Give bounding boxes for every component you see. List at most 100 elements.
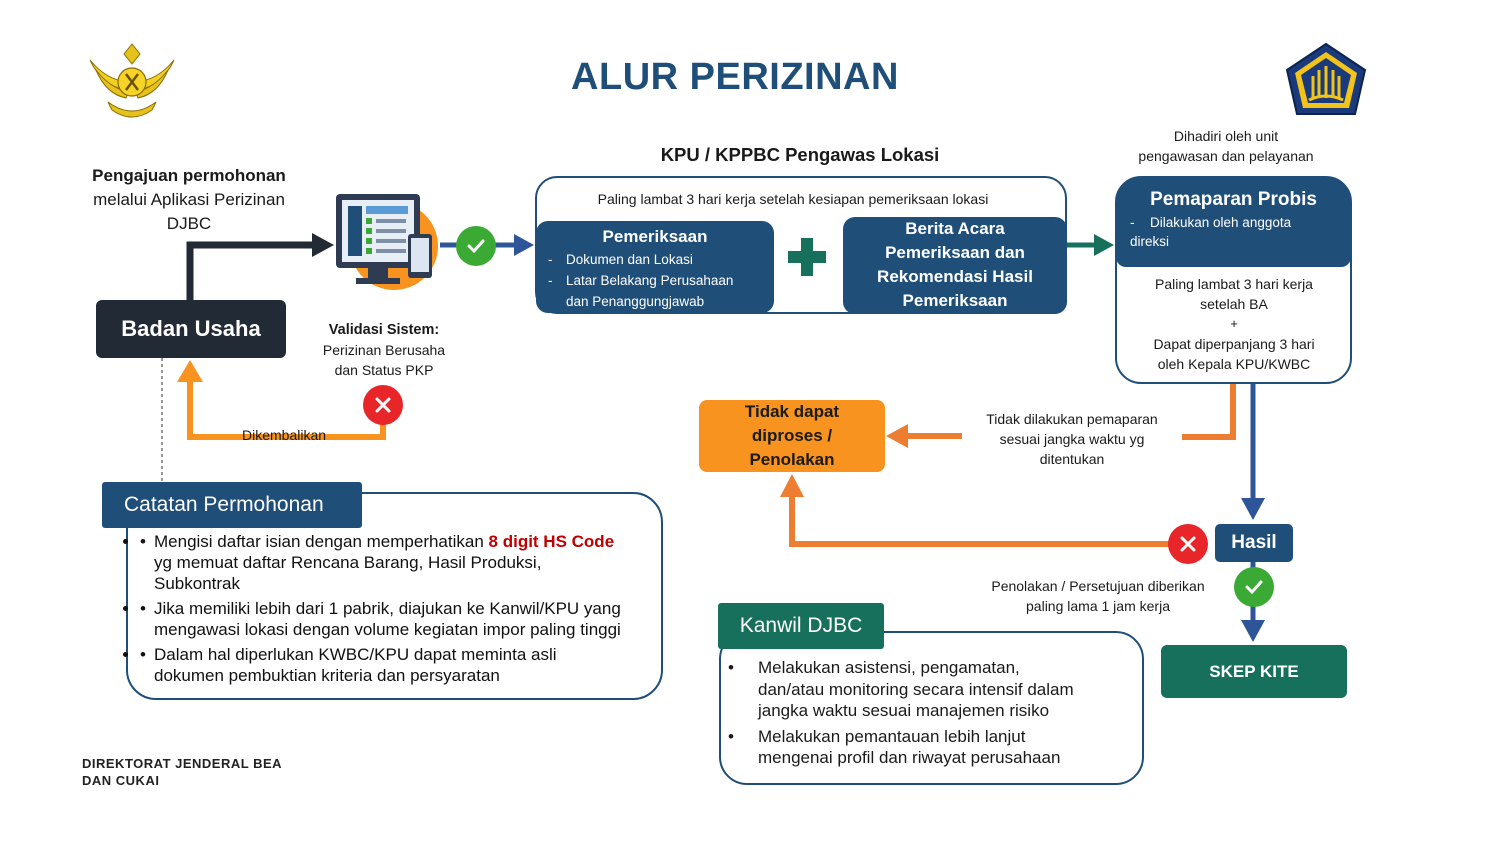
page-title: ALUR PERIZINAN (571, 56, 899, 98)
no-presentation-line-2: sesuai jangka waktu yg (999, 431, 1145, 447)
berita-acara-line-4: Pemeriksaan (902, 291, 1008, 310)
berita-acara-line-1: Berita Acara (905, 219, 1005, 238)
result-approved-icon (1234, 567, 1274, 607)
catatan-item: • Dalam hal diperlukan KWBC/KPU dapat me… (140, 644, 655, 686)
inspection-item: dan Penanggungjawab (548, 291, 762, 312)
footer-line-2: DAN CUKAI (82, 773, 160, 788)
inspection-item-text: dan Penanggungjawab (566, 294, 705, 309)
probis-attended-note: Dihadiri oleh unit pengawasan dan pelaya… (1110, 126, 1342, 166)
no-presentation-arrowhead (886, 424, 908, 448)
kpu-to-probis-arrowhead (1094, 234, 1114, 256)
catatan-item-1-line-2: yg memuat daftar Rencana Barang, Hasil P… (154, 553, 542, 572)
result-note-line-2: paling lama 1 jam kerja (1026, 598, 1170, 614)
catatan-item-2-line-1: Jika memiliki lebih dari 1 pabrik, diaju… (154, 599, 621, 618)
kanwil-item: • Melakukan pemantauan lebih lanjut meng… (728, 726, 1061, 768)
catatan-item-1-line-3: Subkontrak (154, 574, 240, 593)
validation-title: Validasi Sistem: (328, 322, 440, 338)
applicant-line-3: DJBC (166, 214, 212, 233)
badan-usaha-badge: Badan Usaha (96, 300, 286, 358)
kanwil-item-1-line-1: Melakukan asistensi, pengamatan, (758, 658, 1020, 677)
validation-line-1: Perizinan Berusaha (322, 342, 446, 358)
inspection-items: -Dokumen dan Lokasi -Latar Belakang Peru… (548, 249, 762, 312)
reject-result-arrowhead (780, 474, 804, 497)
berita-acara-line-3: Rekomendasi Hasil (877, 267, 1033, 286)
skep-kite-box: SKEP KITE (1161, 645, 1347, 698)
probis-item-line-2: direksi (1130, 234, 1170, 249)
no-presentation-connector (1182, 384, 1236, 440)
no-presentation-line-3: ditentukan (1039, 451, 1105, 467)
validation-arrowhead (514, 234, 534, 256)
inspection-title: Pemeriksaan (602, 227, 708, 246)
kanwil-item: • Melakukan asistensi, pengamatan, dan/a… (728, 658, 1074, 720)
kanwil-list: • Melakukan asistensi, pengamatan, dan/a… (728, 657, 1133, 769)
plus-icon (786, 236, 828, 278)
returned-label: Dikembalikan (242, 427, 327, 443)
probis-extend-line-1: Dapat diperpanjang 3 hari (1153, 336, 1315, 352)
catatan-title: Catatan Permohonan (102, 482, 362, 528)
kpu-header: KPU / KPPBC Pengawas Lokasi (660, 144, 940, 165)
probis-attended-line-1: Dihadiri oleh unit (1173, 128, 1279, 144)
inspection-item: -Dokumen dan Lokasi (548, 252, 693, 267)
probis-extend-line-2: oleh Kepala KPU/KWBC (1157, 356, 1311, 372)
catatan-list: • Mengisi daftar isian dengan memperhati… (140, 531, 655, 690)
probis-deadline-note: Paling lambat 3 hari kerja setelah BA + … (1120, 274, 1348, 374)
inspection-item-text: Dokumen dan Lokasi (566, 252, 693, 267)
probis-deadline-line-1: Paling lambat 3 hari kerja (1155, 276, 1313, 292)
kanwil-item-1-line-2: dan/atau monitoring secara intensif dala… (758, 679, 1074, 699)
kpu-deadline-note: Paling lambat 3 hari kerja setelah kesia… (597, 191, 989, 207)
result-rejected-icon (1168, 524, 1208, 564)
returned-arrowhead (177, 360, 203, 382)
validation-description: Validasi Sistem: Perizinan Berusaha dan … (300, 320, 468, 380)
result-badge: Hasil (1215, 524, 1293, 562)
berita-acara-line-2: Pemeriksaan dan (885, 243, 1025, 262)
computer-application-icon (332, 190, 440, 298)
result-note: Penolakan / Persetujuan diberikan paling… (968, 576, 1228, 616)
applicant-line-2: melalui Aplikasi Perizinan (93, 190, 285, 209)
kemenkeu-logo (1283, 42, 1369, 124)
kanwil-item-1-line-3: jangka waktu sesuai manajemen risiko (758, 701, 1050, 720)
catatan-item: • Mengisi daftar isian dengan memperhati… (140, 531, 655, 594)
kanwil-item-2-line-2: mengenai profil dan riwayat perusahaan (758, 748, 1061, 767)
probis-item: - Dilakukan oleh anggota direksi (1130, 213, 1337, 251)
kanwil-container (719, 631, 1144, 785)
result-to-skep-arrowhead (1241, 620, 1265, 642)
kanwil-item-2-line-1: Melakukan pemantauan lebih lanjut (758, 726, 1026, 746)
validation-line-2: dan Status PKP (334, 362, 434, 378)
submit-arrowhead (312, 233, 334, 257)
submit-connector (186, 241, 318, 300)
probis-to-result-arrowhead (1241, 498, 1265, 520)
applicant-description: Pengajuan permohonan melalui Aplikasi Pe… (70, 164, 308, 236)
probis-plus: + (1230, 316, 1238, 331)
catatan-item-1-pre: Mengisi daftar isian dengan memperhatika… (154, 532, 489, 551)
catatan-item-3-line-2: dokumen pembuktian kriteria dan persyara… (154, 666, 500, 685)
probis-deadline-line-2: setelah BA (1200, 296, 1268, 312)
probis-item-line-1: Dilakukan oleh anggota (1150, 215, 1292, 230)
validation-failed-icon (363, 385, 403, 425)
rejection-line-2: diproses / (751, 426, 833, 445)
no-presentation-line-1: Tidak dilakukan pemaparan (986, 411, 1158, 427)
berita-acara-box: Berita Acara Pemeriksaan dan Rekomendasi… (843, 217, 1067, 314)
rejection-line-3: Penolakan (749, 450, 835, 469)
probis-title: Pemaparan Probis (1150, 189, 1317, 210)
probis-header-box: Pemaparan Probis - Dilakukan oleh anggot… (1116, 177, 1351, 267)
hs-code-highlight: 8 digit HS Code (488, 532, 615, 551)
result-note-line-1: Penolakan / Persetujuan diberikan (991, 578, 1205, 594)
rejection-line-1: Tidak dapat (744, 402, 840, 421)
footer-line-1: DIREKTORAT JENDERAL BEA (82, 756, 283, 771)
inspection-box: Pemeriksaan -Dokumen dan Lokasi -Latar B… (536, 221, 774, 313)
inspection-item-text: Latar Belakang Perusahaan (566, 273, 734, 288)
no-presentation-note: Tidak dilakukan pemaparan sesuai jangka … (962, 409, 1182, 469)
catatan-item: • Jika memiliki lebih dari 1 pabrik, dia… (140, 598, 655, 640)
validation-passed-icon (456, 226, 496, 266)
probis-attended-line-2: pengawasan dan pelayanan (1138, 148, 1314, 164)
catatan-item-3-line-1: Dalam hal diperlukan KWBC/KPU dapat memi… (154, 645, 557, 664)
rejection-box: Tidak dapat diproses / Penolakan (699, 400, 885, 472)
djbc-emblem-logo (86, 40, 178, 126)
footer-org-name: DIREKTORAT JENDERAL BEA DAN CUKAI (82, 755, 282, 789)
inspection-item: -Latar Belakang Perusahaan (548, 273, 734, 288)
returned-connector (187, 378, 386, 440)
applicant-line-1: Pengajuan permohonan (92, 166, 286, 185)
reject-result-connector (789, 494, 1170, 547)
catatan-item-2-line-2: mengawasi lokasi dengan volume kegiatan … (154, 620, 621, 639)
